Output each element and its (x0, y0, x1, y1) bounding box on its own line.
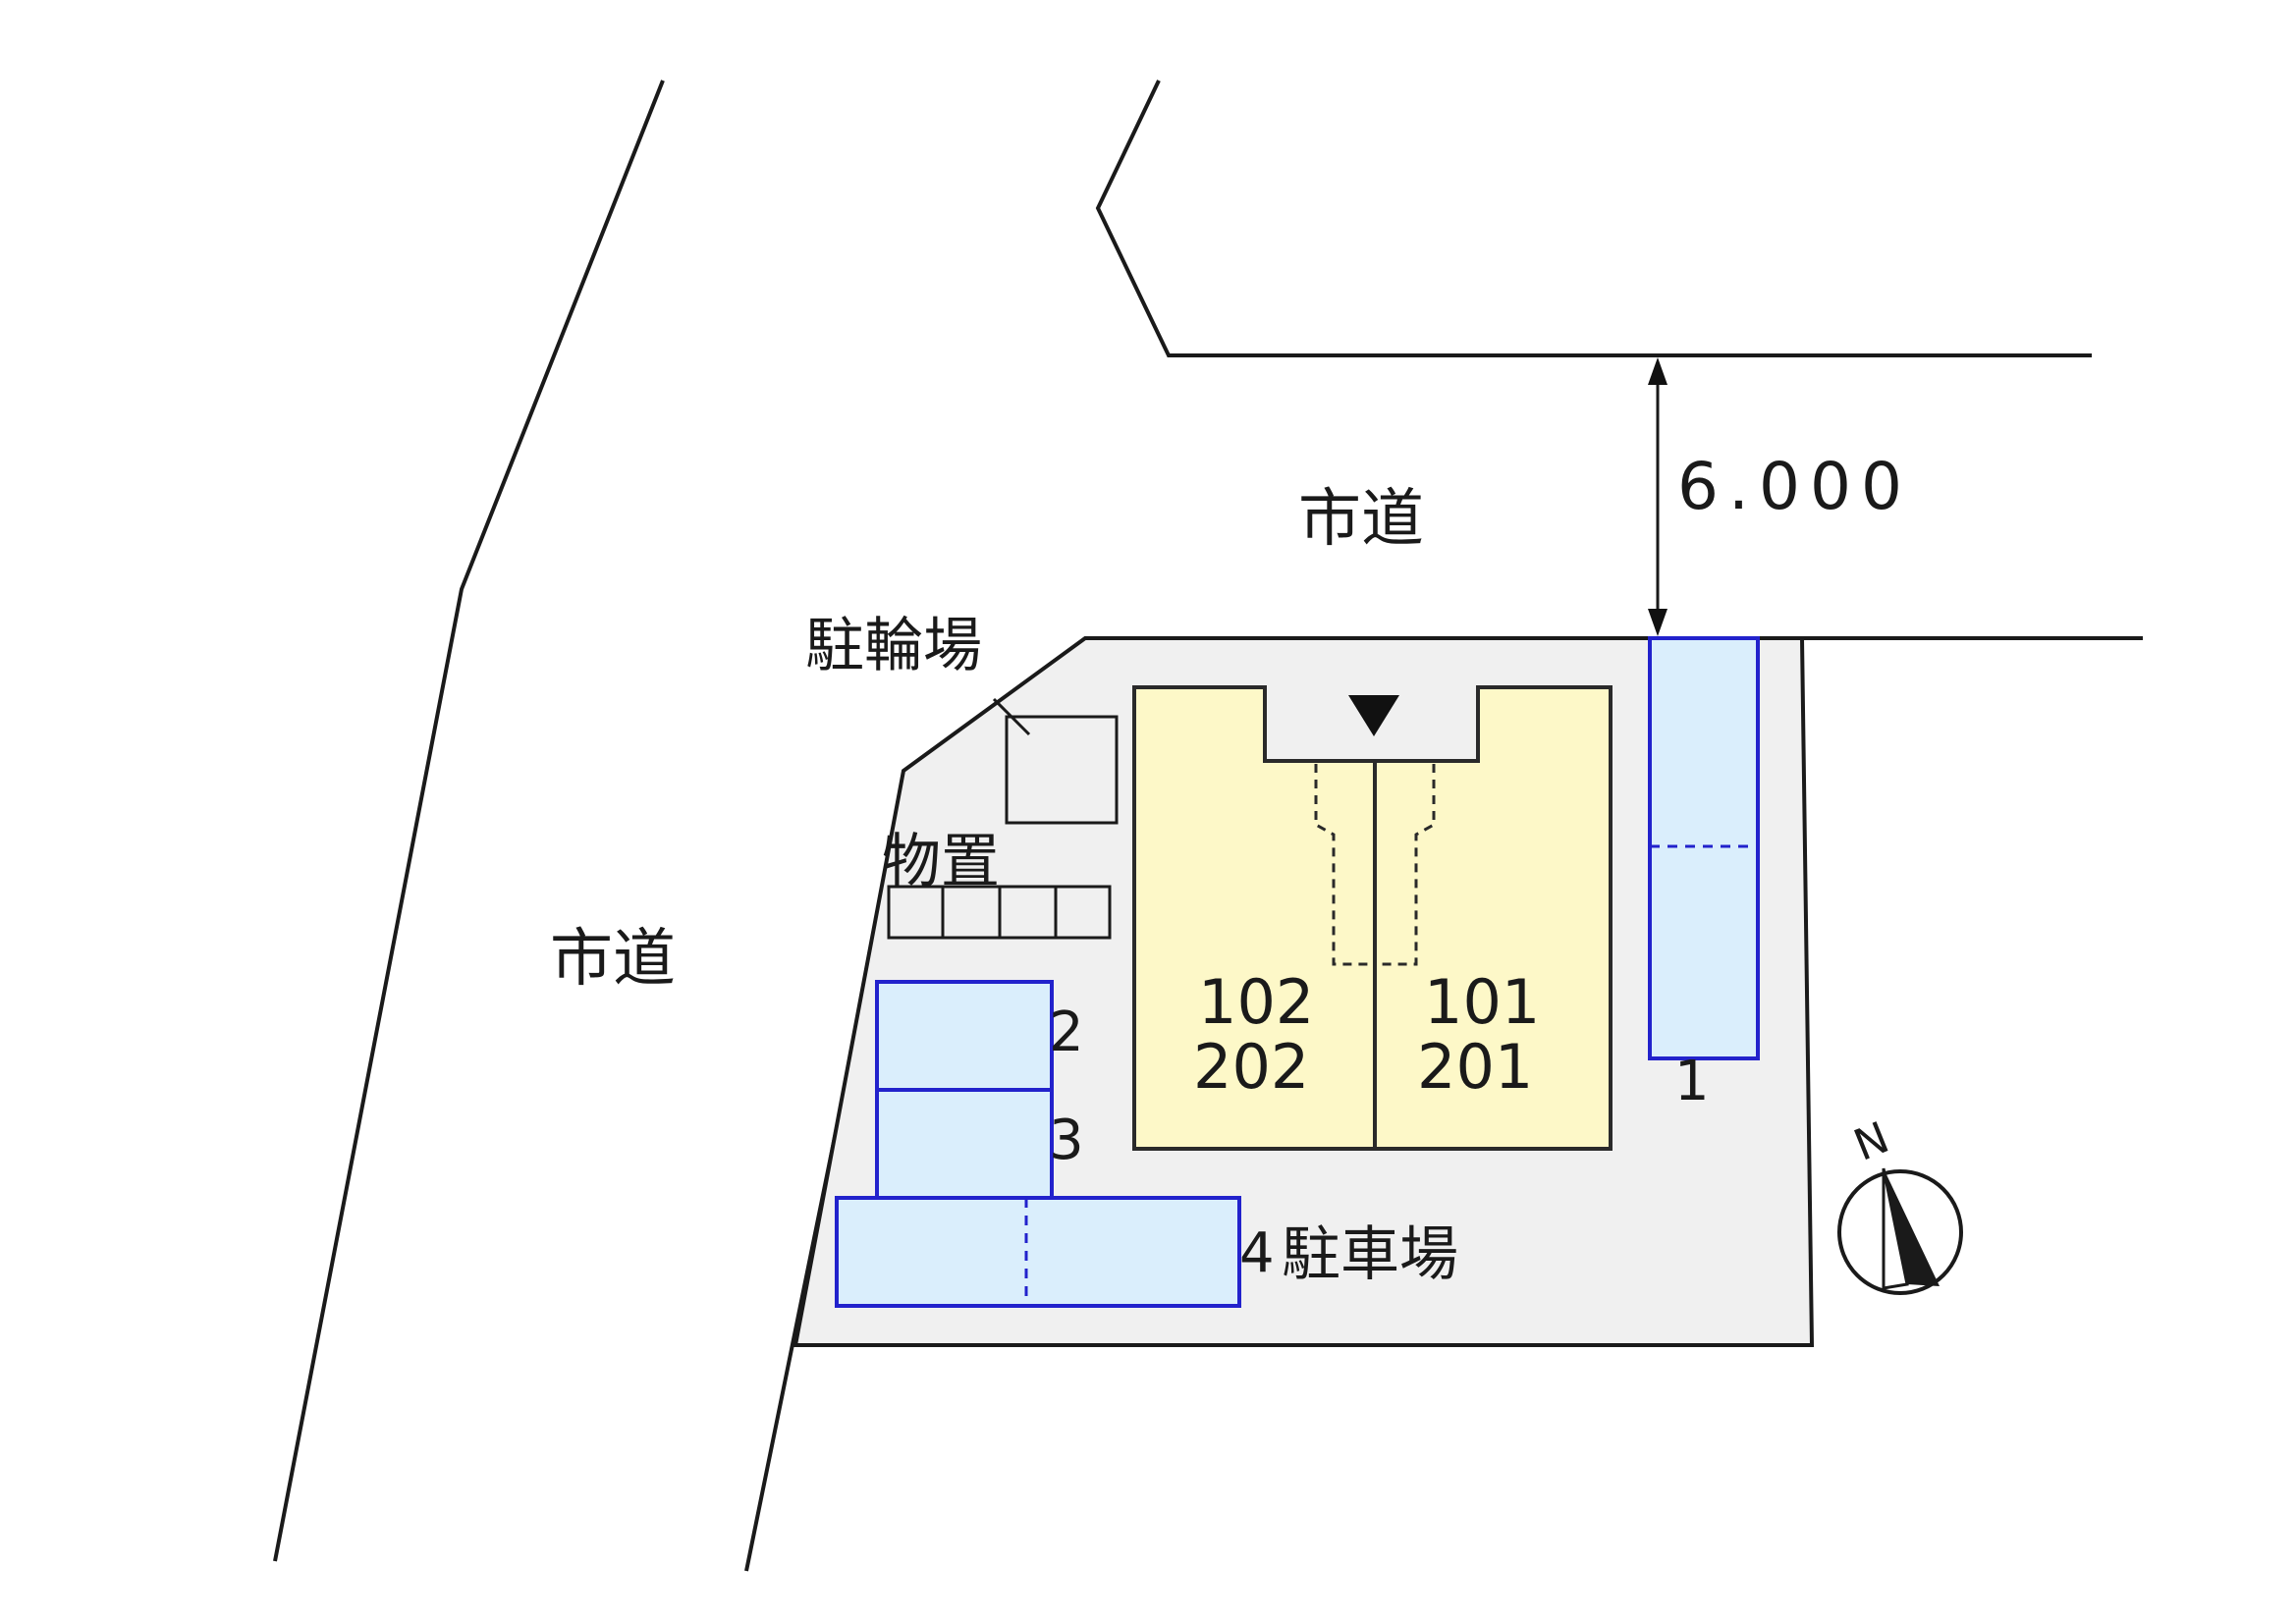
road-width-dimension (1648, 357, 1667, 636)
storage-sheds (887, 885, 1112, 940)
north-road-top-edge (1095, 80, 2092, 357)
unit-102-label: 102 (1198, 966, 1314, 1038)
north-compass-icon (1837, 1167, 1963, 1295)
parking-space-3 (875, 1088, 1054, 1200)
parking-space-4-number: 4 (1239, 1221, 1275, 1285)
apartment-building (1132, 685, 1613, 1151)
parking-label: 駐車場 (1282, 1220, 1458, 1289)
west-road-label: 市道 (550, 923, 676, 996)
storage-label: 物置 (882, 828, 1000, 896)
north-road-label: 市道 (1298, 483, 1424, 556)
parking-space-4 (835, 1196, 1241, 1308)
parking-space-1-number: 1 (1674, 1050, 1710, 1113)
entrance-triangle-icon (1348, 695, 1399, 736)
road-width-label: 6.000 (1677, 449, 1912, 524)
west-road-left-edge (273, 80, 665, 1562)
parking-space-3-number: 3 (1049, 1109, 1084, 1172)
parking-space-1 (1648, 636, 1760, 1060)
staircase-outline (1314, 764, 1436, 966)
unit-201-label: 201 (1417, 1031, 1533, 1103)
parking-space-2 (875, 980, 1054, 1092)
bicycle-parking-box (1005, 715, 1119, 825)
unit-101-label: 101 (1424, 966, 1540, 1038)
bicycle-parking-leader (992, 697, 1031, 736)
parking-space-2-number: 2 (1049, 1001, 1084, 1064)
compass-north-label: N (1847, 1112, 1896, 1171)
unit-202-label: 202 (1193, 1031, 1309, 1103)
bicycle-parking-label: 駐輪場 (805, 612, 982, 680)
